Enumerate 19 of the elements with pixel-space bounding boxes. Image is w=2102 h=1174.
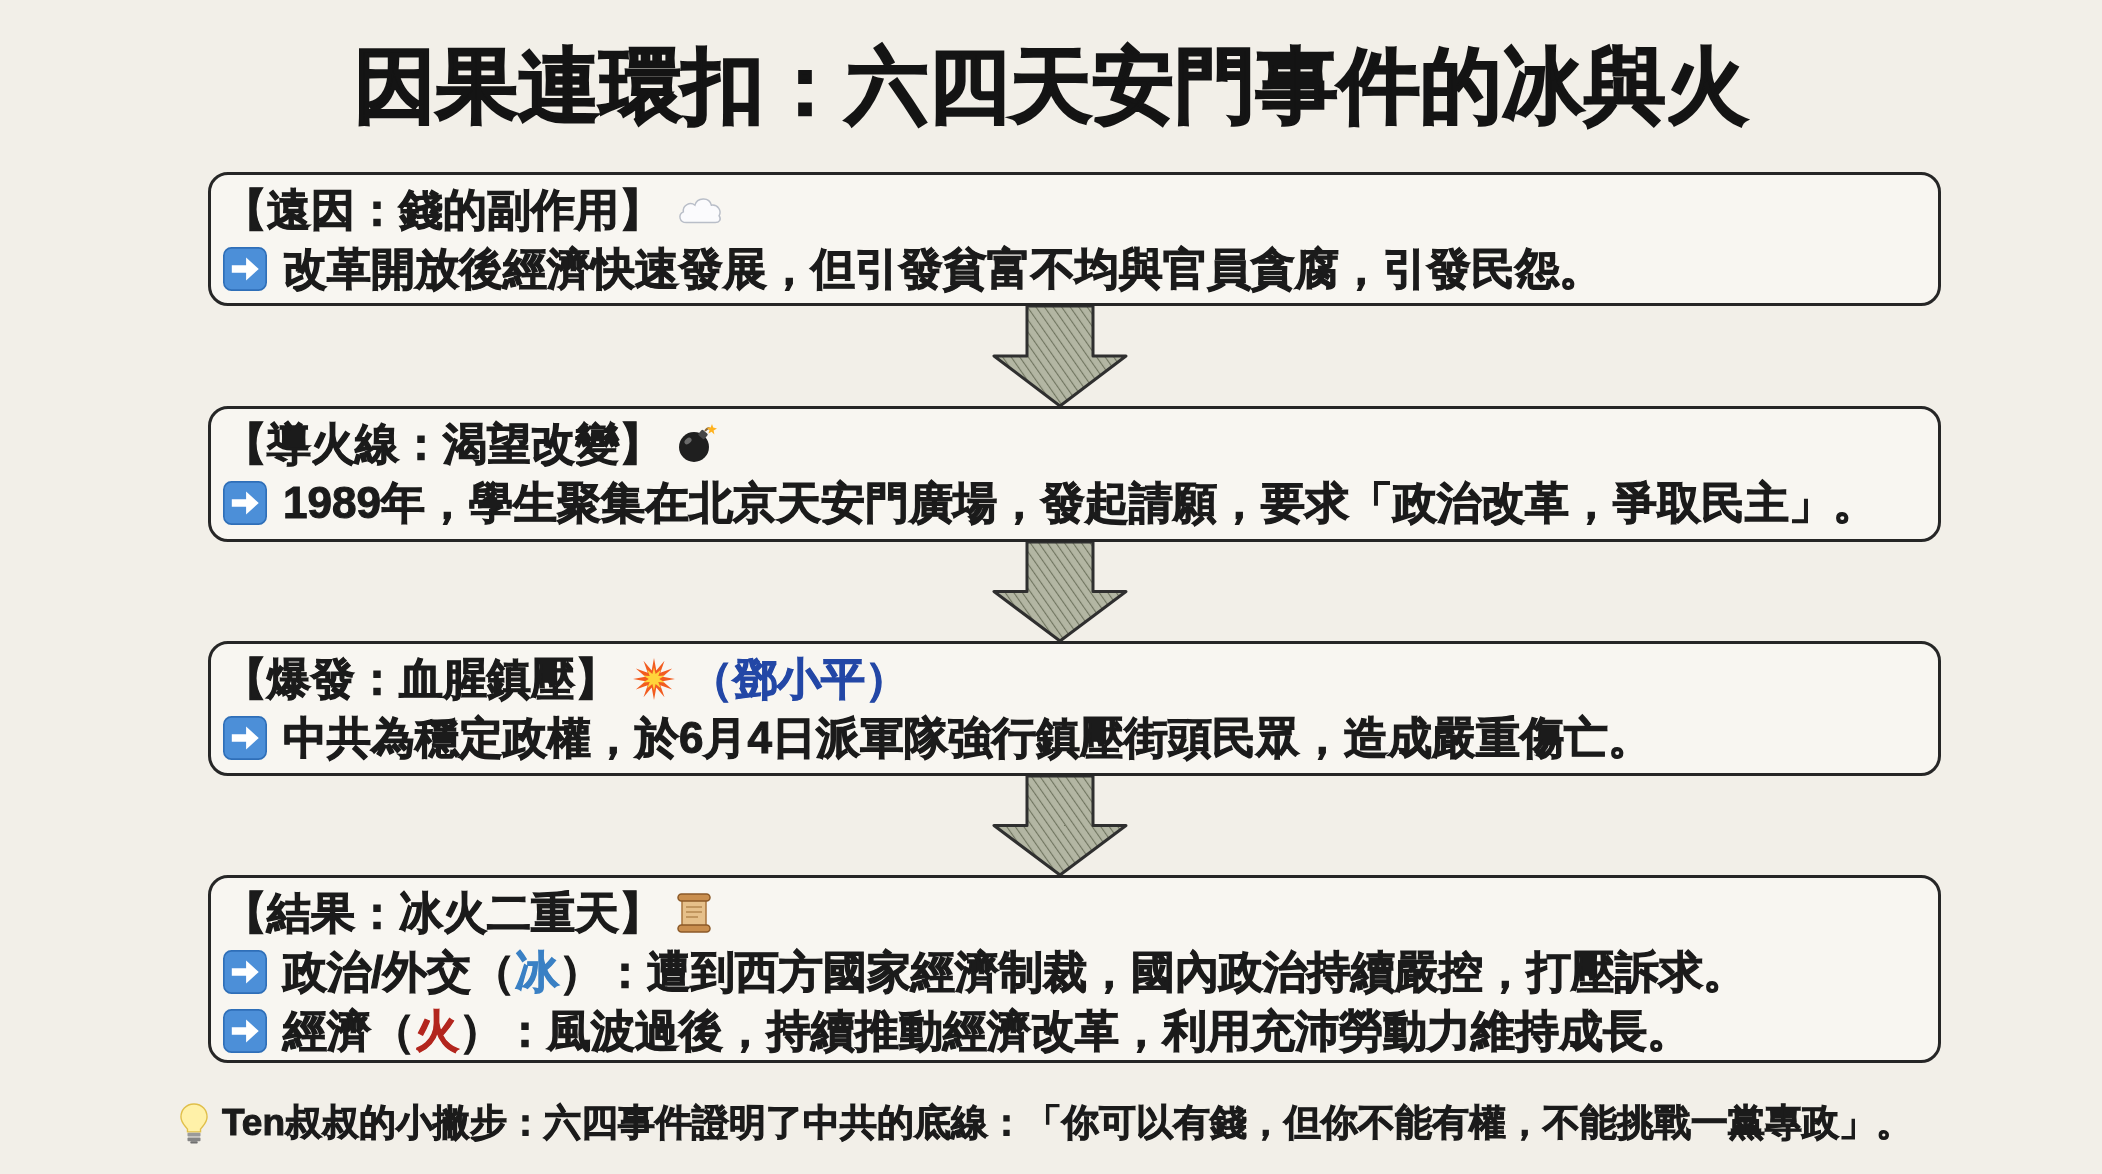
block-arrow [992,304,1128,408]
tip-text: Ten叔叔的小撇步：六四事件證明了中共的底線：「你可以有錢，但你不能有權，不能挑戰一黨專政」。 [222,1101,1914,1145]
section-heading: 【結果：冰火二重天】 [223,887,663,939]
section-heading: 【遠因：錢的副作用】 [223,184,663,236]
section-box [208,406,1941,542]
section-box [208,172,1941,306]
section-heading: 【爆發：血腥鎮壓】 [223,653,619,705]
section-box [208,641,1941,776]
block-arrow [992,774,1128,877]
block-arrow [992,540,1128,643]
body-text: 政治/外交（冰）：遭到西方國家經濟制裁，國內政治持續嚴控，打壓訴求。 [283,946,1748,998]
body-text: 中共為穩定政權，於6月4日派軍隊強行鎮壓街頭民眾，造成嚴重傷亡。 [283,712,1652,764]
body-text: 經濟（火）：風波過後，持續推動經濟改革，利用充沛勞動力維持成長。 [283,1005,1691,1057]
section-heading: 【導火線：渴望改變】 [223,418,663,470]
section-box [208,875,1941,1063]
title: 因果連環扣：六四天安門事件的冰與火 [354,39,1748,133]
name-note: （鄧小平） [689,653,909,705]
body-text: 改革開放後經濟快速發展，但引發貧富不均與官員貪腐，引發民怨。 [283,243,1603,295]
body-text: 1989年，學生聚集在北京天安門廣場，發起請願，要求「政治改革，爭取民主」。 [283,477,1877,529]
